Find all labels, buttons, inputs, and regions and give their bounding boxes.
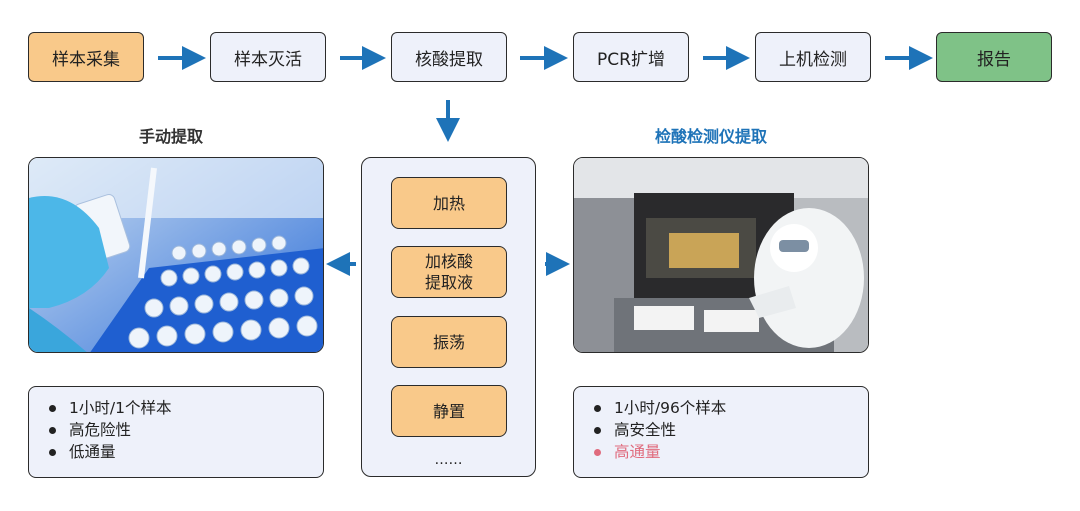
step-detection: 上机检测 — [755, 32, 871, 82]
machine-info: 1小时/96个样本 高安全性 高通量 — [573, 386, 869, 478]
step-nucleic-extraction: 核酸提取 — [391, 32, 507, 82]
machine-point-highlight: 高通量 — [592, 441, 868, 463]
step-report: 报告 — [936, 32, 1052, 82]
more-steps-ellipsis: …… — [434, 452, 463, 468]
manual-info: 1小时/1个样本 高危险性 低通量 — [28, 386, 324, 478]
manual-photo-illustration — [29, 158, 323, 352]
machine-photo-illustration — [574, 158, 868, 352]
step-standing: 静置 — [391, 385, 507, 437]
step-heating: 加热 — [391, 177, 507, 229]
step-oscillation: 振荡 — [391, 316, 507, 368]
step-add-extraction-reagent: 加核酸 提取液 — [391, 246, 507, 298]
manual-title: 手动提取 — [139, 127, 204, 146]
manual-point: 高危险性 — [47, 419, 323, 441]
manual-point: 1小时/1个样本 — [47, 397, 323, 419]
machine-point: 1小时/96个样本 — [592, 397, 868, 419]
step-pcr: PCR扩增 — [573, 32, 689, 82]
machine-title: 检酸检测仪提取 — [655, 127, 768, 146]
machine-photo — [573, 157, 869, 353]
step-sample-inactivation: 样本灭活 — [210, 32, 326, 82]
manual-point: 低通量 — [47, 441, 323, 463]
step-sample-collection: 样本采集 — [28, 32, 144, 82]
manual-photo — [28, 157, 324, 353]
machine-point: 高安全性 — [592, 419, 868, 441]
